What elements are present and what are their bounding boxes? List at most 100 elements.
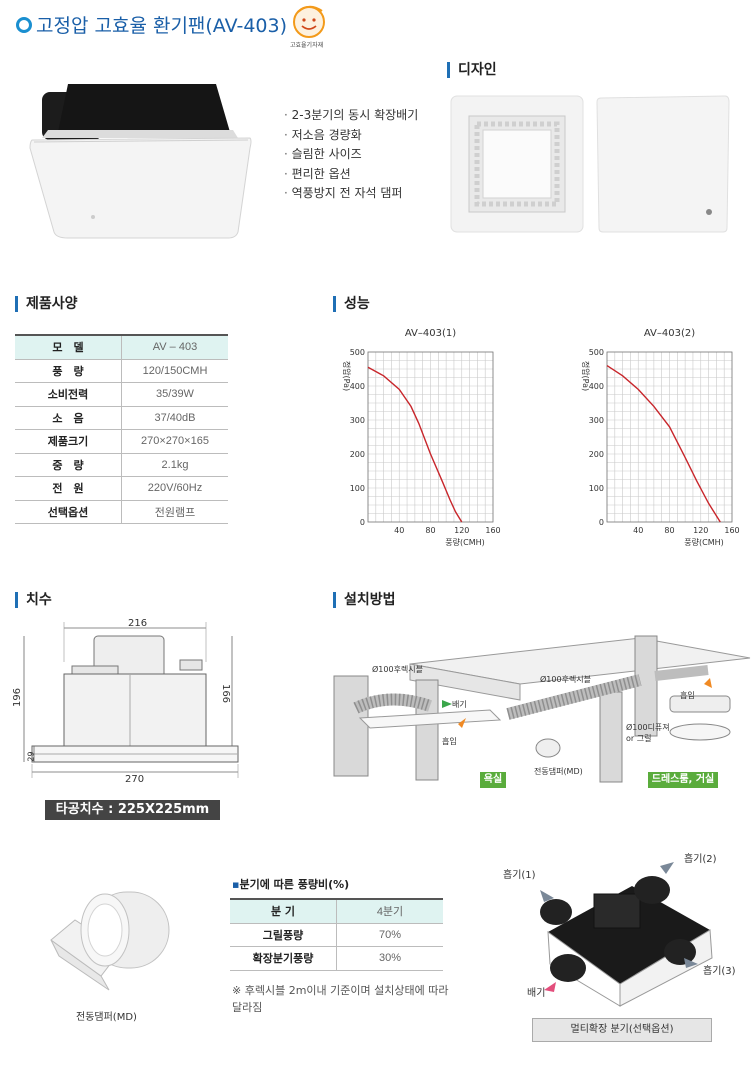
dressroom-badge: 드레스룸, 거실 bbox=[648, 772, 718, 788]
spec-label: 모 델 bbox=[15, 334, 122, 360]
spec-value: 2.1kg bbox=[121, 453, 228, 477]
ratio-label: 그릴풍량 bbox=[230, 923, 337, 947]
damper-photo bbox=[45, 880, 185, 1000]
dim-top-width: 216 bbox=[128, 618, 148, 629]
ratio-header-label: 분 기 bbox=[230, 898, 337, 924]
spec-label: 제품크기 bbox=[15, 429, 122, 454]
performance-curve bbox=[606, 365, 721, 523]
header: 고정압 고효율 환기팬(AV-403) bbox=[14, 9, 354, 41]
y-tick-label: 400 bbox=[350, 382, 365, 391]
feature-item: 역풍방지 전 자석 댐퍼 bbox=[284, 184, 434, 204]
ratio-title-text: 분기에 따른 풍량비(%) bbox=[239, 878, 350, 891]
feature-item: 편리한 옵션 bbox=[284, 165, 434, 185]
spec-value: 35/39W bbox=[121, 382, 228, 407]
y-tick-label: 500 bbox=[589, 348, 604, 357]
spec-value: 220V/60Hz bbox=[121, 476, 228, 501]
dim-panel-width: 270 bbox=[125, 774, 145, 785]
ratio-value: 70% bbox=[336, 923, 443, 947]
diffuser-label: Ø100디퓨져 or 그릴 bbox=[626, 723, 670, 743]
y-tick-label: 0 bbox=[599, 518, 604, 527]
feature-item: 저소음 경량화 bbox=[284, 126, 434, 146]
spec-label: 선택옵션 bbox=[15, 500, 122, 524]
y-tick-label: 100 bbox=[589, 484, 604, 493]
x-tick-label: 40 bbox=[394, 526, 404, 535]
intake3-arrow-icon bbox=[684, 958, 698, 968]
flex-duct-right-label: Ø100후렉시블 bbox=[540, 675, 592, 684]
spec-label: 풍 량 bbox=[15, 359, 122, 383]
logo-text: 고효율기자재 bbox=[290, 42, 324, 49]
product-photo bbox=[28, 82, 258, 242]
x-tick-label: 40 bbox=[633, 526, 643, 535]
y-tick-label: 200 bbox=[350, 450, 365, 459]
installation-diagram: Ø100후렉시블 Ø100후렉시블 배기 흡입 흡입 Ø100디퓨져 or 그릴… bbox=[330, 622, 752, 792]
x-tick-label: 160 bbox=[724, 526, 739, 535]
spec-value: 120/150CMH bbox=[121, 359, 228, 383]
performance-title: 성능 bbox=[333, 296, 370, 312]
multi-caption: 멀티확장 분기(선택옵션) bbox=[570, 1024, 674, 1035]
page-title: 고정압 고효율 환기팬(AV-403) bbox=[36, 15, 288, 37]
intake-arrow-icon bbox=[458, 718, 466, 728]
spec-value: 270×270×165 bbox=[121, 429, 228, 454]
chart-frame bbox=[606, 351, 733, 523]
multi-intake3-label: 흡기(3) bbox=[703, 966, 736, 977]
y-tick-label: 300 bbox=[350, 416, 365, 425]
chart-frame bbox=[367, 351, 494, 523]
performance-chart-svg: 0 100 200 300 400 500 40 80 120 160 AV–403(1) 풍량(CM… bbox=[342, 328, 740, 547]
y-tick-label: 400 bbox=[589, 382, 604, 391]
x-axis-label: 풍량(CMH) bbox=[684, 537, 723, 547]
ratio-label: 확장분기풍량 bbox=[230, 946, 337, 971]
logo-smiley-icon bbox=[293, 5, 325, 38]
x-tick-label: 80 bbox=[664, 526, 674, 535]
intake2-arrow-icon bbox=[660, 862, 674, 874]
exhaust-arrow-icon bbox=[544, 982, 556, 992]
intake1-arrow-icon bbox=[540, 890, 554, 902]
ratio-header-value: 4분기 bbox=[336, 898, 443, 924]
dim-total-height: 196 bbox=[12, 687, 24, 708]
y-axis-label: 정압(Pa) bbox=[581, 361, 591, 391]
dimension-drawing: 216 196 166 29 270 bbox=[10, 614, 250, 790]
ratio-value: 30% bbox=[336, 946, 443, 971]
design-photo-grille bbox=[449, 94, 585, 234]
spec-value: 37/40dB bbox=[121, 406, 228, 430]
logo: 고효율기자재 bbox=[284, 0, 344, 52]
spec-label: 소비전력 bbox=[15, 382, 122, 407]
y-axis-label: 정압(Pa) bbox=[342, 361, 352, 391]
bathroom-badge: 욕실 bbox=[480, 772, 506, 788]
specs-title: 제품사양 bbox=[15, 296, 78, 312]
chart-title: AV–403(1) bbox=[405, 328, 456, 339]
multi-caption-bar: 멀티확장 분기(선택옵션) bbox=[532, 1018, 712, 1042]
feature-item: 슬림한 사이즈 bbox=[284, 145, 434, 165]
spec-value: AV – 403 bbox=[121, 334, 228, 360]
y-tick-label: 100 bbox=[350, 484, 365, 493]
x-tick-label: 120 bbox=[693, 526, 708, 535]
dim-panel-height: 29 bbox=[26, 751, 36, 762]
feature-list: 2-3분기의 동시 확장배기 저소음 경량화 슬림한 사이즈 편리한 옵션 역풍… bbox=[284, 106, 434, 204]
chart-title: AV–403(2) bbox=[644, 328, 695, 339]
flex-duct-left-label: Ø100후렉시블 bbox=[372, 665, 424, 674]
cutout-size-label: 타공치수 : 225X225mm bbox=[45, 800, 220, 820]
installation-title: 설치방법 bbox=[333, 592, 396, 608]
multi-exhaust-label: 배기 bbox=[527, 988, 546, 999]
design-title: 디자인 bbox=[447, 62, 497, 78]
ratio-title: ▪분기에 따른 풍량비(%) bbox=[232, 876, 349, 892]
spec-value: 전원램프 bbox=[121, 500, 228, 524]
x-axis-label: 풍량(CMH) bbox=[445, 537, 484, 547]
dimensions-title: 치수 bbox=[15, 592, 52, 608]
multi-intake2-label: 흡기(2) bbox=[684, 854, 717, 865]
x-tick-label: 160 bbox=[485, 526, 500, 535]
ratio-note: ※ 후렉시블 2m이내 기준이며 설치상태에 따라 달라짐 bbox=[232, 984, 449, 1014]
spec-label: 전 원 bbox=[15, 476, 122, 501]
dim-body-height: 166 bbox=[220, 683, 232, 704]
